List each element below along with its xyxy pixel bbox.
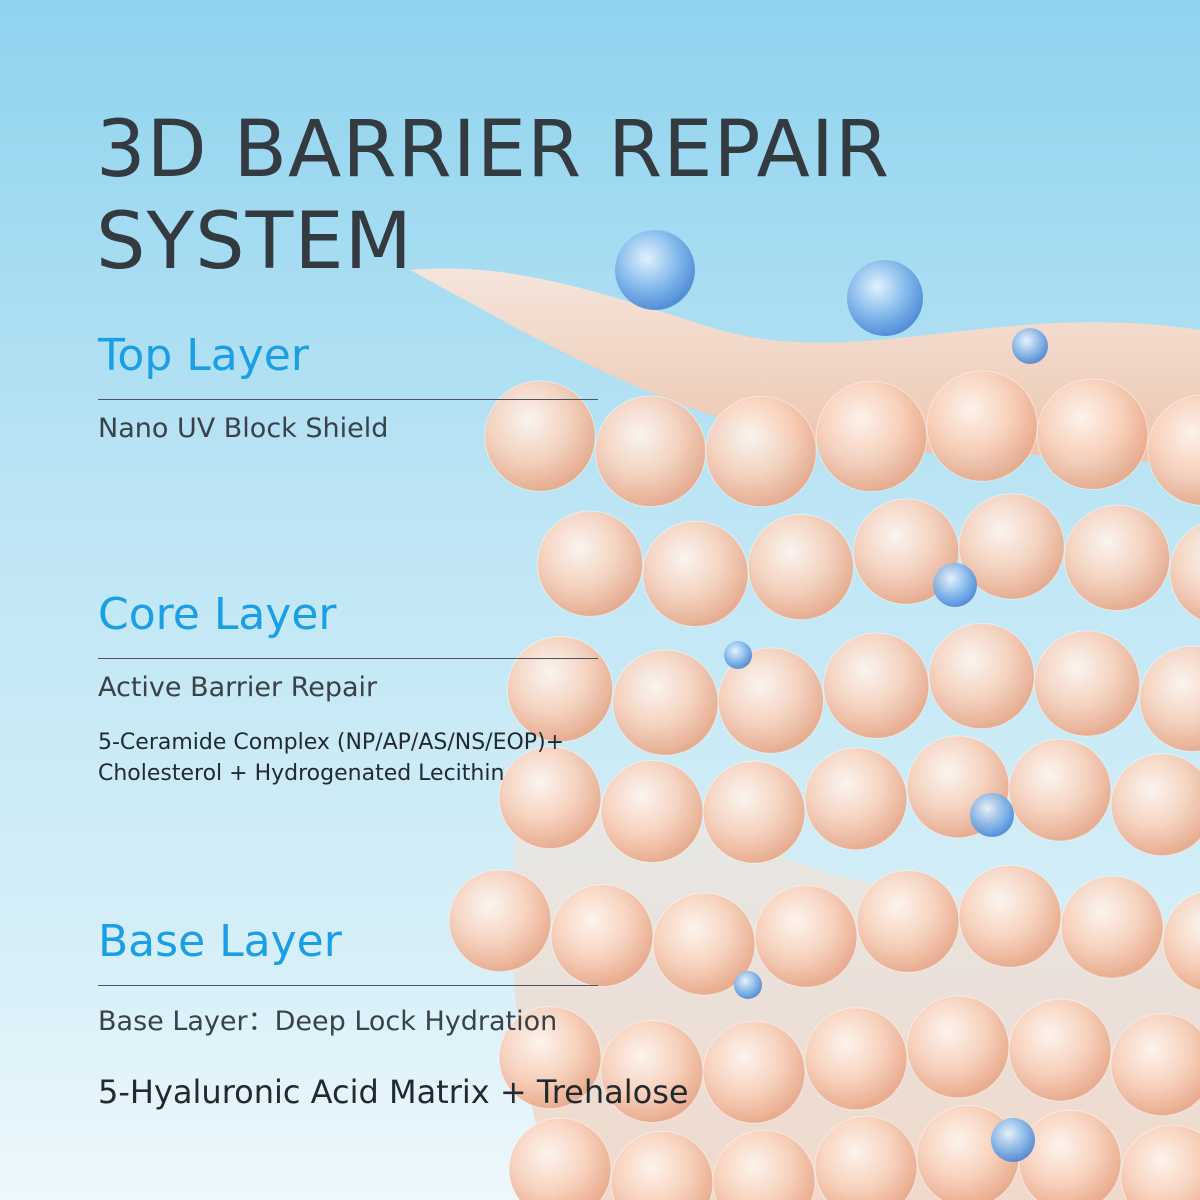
top-layer-heading: Top Layer <box>98 330 309 381</box>
ceramide-bubble <box>1162 891 1200 991</box>
ceramide-bubble <box>853 498 960 605</box>
ceramide-bubble <box>804 1007 908 1111</box>
ceramide-bubble <box>823 632 930 739</box>
top-layer-subtitle: Nano UV Block Shield <box>98 413 389 444</box>
ceramide-bubble <box>612 649 719 756</box>
ceramide-bubble <box>814 1115 918 1200</box>
ceramide-bubble <box>1169 523 1200 621</box>
ceramide-bubble <box>928 622 1035 730</box>
ceramide-bubble <box>1147 394 1200 506</box>
ceramide-bubble <box>1008 738 1112 842</box>
ceramide-bubble <box>856 869 960 973</box>
base-layer-heading: Base Layer <box>98 916 342 967</box>
ingredients-line-2: Cholesterol + Hydrogenated Lecithin <box>98 761 505 786</box>
ceramide-bubble <box>652 892 756 996</box>
page-title: 3D BARRIER REPAIR SYSTEM <box>96 104 890 288</box>
ceramide-bubble <box>804 747 908 851</box>
ceramide-bubble <box>484 380 596 492</box>
divider <box>98 399 598 400</box>
water-droplet <box>1012 328 1048 364</box>
ceramide-bubble <box>1008 998 1112 1102</box>
ceramide-bubble <box>702 1020 806 1124</box>
water-droplet <box>847 260 923 336</box>
ceramide-bubble <box>754 884 858 988</box>
water-droplet <box>991 1118 1035 1162</box>
ceramide-bubble <box>1033 630 1141 737</box>
ceramide-bubble <box>926 370 1038 482</box>
ceramide-bubble <box>1036 378 1149 490</box>
divider <box>98 985 598 986</box>
water-droplet <box>970 793 1014 837</box>
ceramide-bubble <box>1060 875 1164 979</box>
water-droplet <box>615 230 695 310</box>
ceramide-bubble <box>506 635 614 743</box>
ceramide-bubble <box>642 520 749 628</box>
ceramide-bubble <box>958 493 1065 600</box>
ceramide-bubble <box>610 1130 714 1200</box>
water-droplet <box>724 641 752 669</box>
ceramide-bubble <box>747 513 854 621</box>
ceramide-bubble <box>815 380 928 493</box>
ceramide-bubble <box>550 884 654 988</box>
ceramide-bubble <box>1139 645 1200 753</box>
ceramide-bubble <box>702 760 806 864</box>
title-line-2: SYSTEM <box>96 197 413 287</box>
ceramide-bubble <box>717 647 824 754</box>
ceramide-bubble <box>536 510 644 617</box>
ceramide-bubble <box>600 1019 704 1123</box>
ceramide-bubble <box>958 864 1062 968</box>
water-droplet <box>734 971 762 999</box>
ceramide-bubble <box>448 869 552 973</box>
base-layer-ingredients: 5-Hyaluronic Acid Matrix + Trehalose <box>98 1073 689 1111</box>
ceramide-bubble <box>712 1129 816 1200</box>
water-droplet <box>933 563 977 607</box>
ceramide-bubble <box>508 1117 612 1200</box>
ingredients-line-1: 5-Ceramide Complex (NP/AP/AS/NS/EOP)+ <box>98 730 565 755</box>
ceramide-bubble <box>1063 504 1171 612</box>
ceramide-bubble <box>906 995 1010 1099</box>
ceramide-bubble <box>1110 753 1200 857</box>
base-layer-subtitle: Base Layer：Deep Lock Hydration <box>98 1006 558 1037</box>
divider <box>98 658 598 659</box>
ceramide-bubble <box>1018 1109 1122 1200</box>
ceramide-bubble <box>498 1006 602 1110</box>
ceramide-bubble <box>498 746 602 850</box>
ceramide-bubble <box>1120 1124 1200 1200</box>
ceramide-bubble <box>600 759 704 863</box>
ceramide-bubble <box>705 395 817 508</box>
core-layer-subtitle: Active Barrier Repair <box>98 672 378 703</box>
title-line-1: 3D BARRIER REPAIR <box>96 105 891 195</box>
ceramide-bubble <box>1110 1013 1200 1117</box>
core-layer-heading: Core Layer <box>98 589 337 640</box>
core-layer-ingredients: 5-Ceramide Complex (NP/AP/AS/NS/EOP)+ Ch… <box>98 727 564 789</box>
ceramide-bubble <box>594 395 707 508</box>
